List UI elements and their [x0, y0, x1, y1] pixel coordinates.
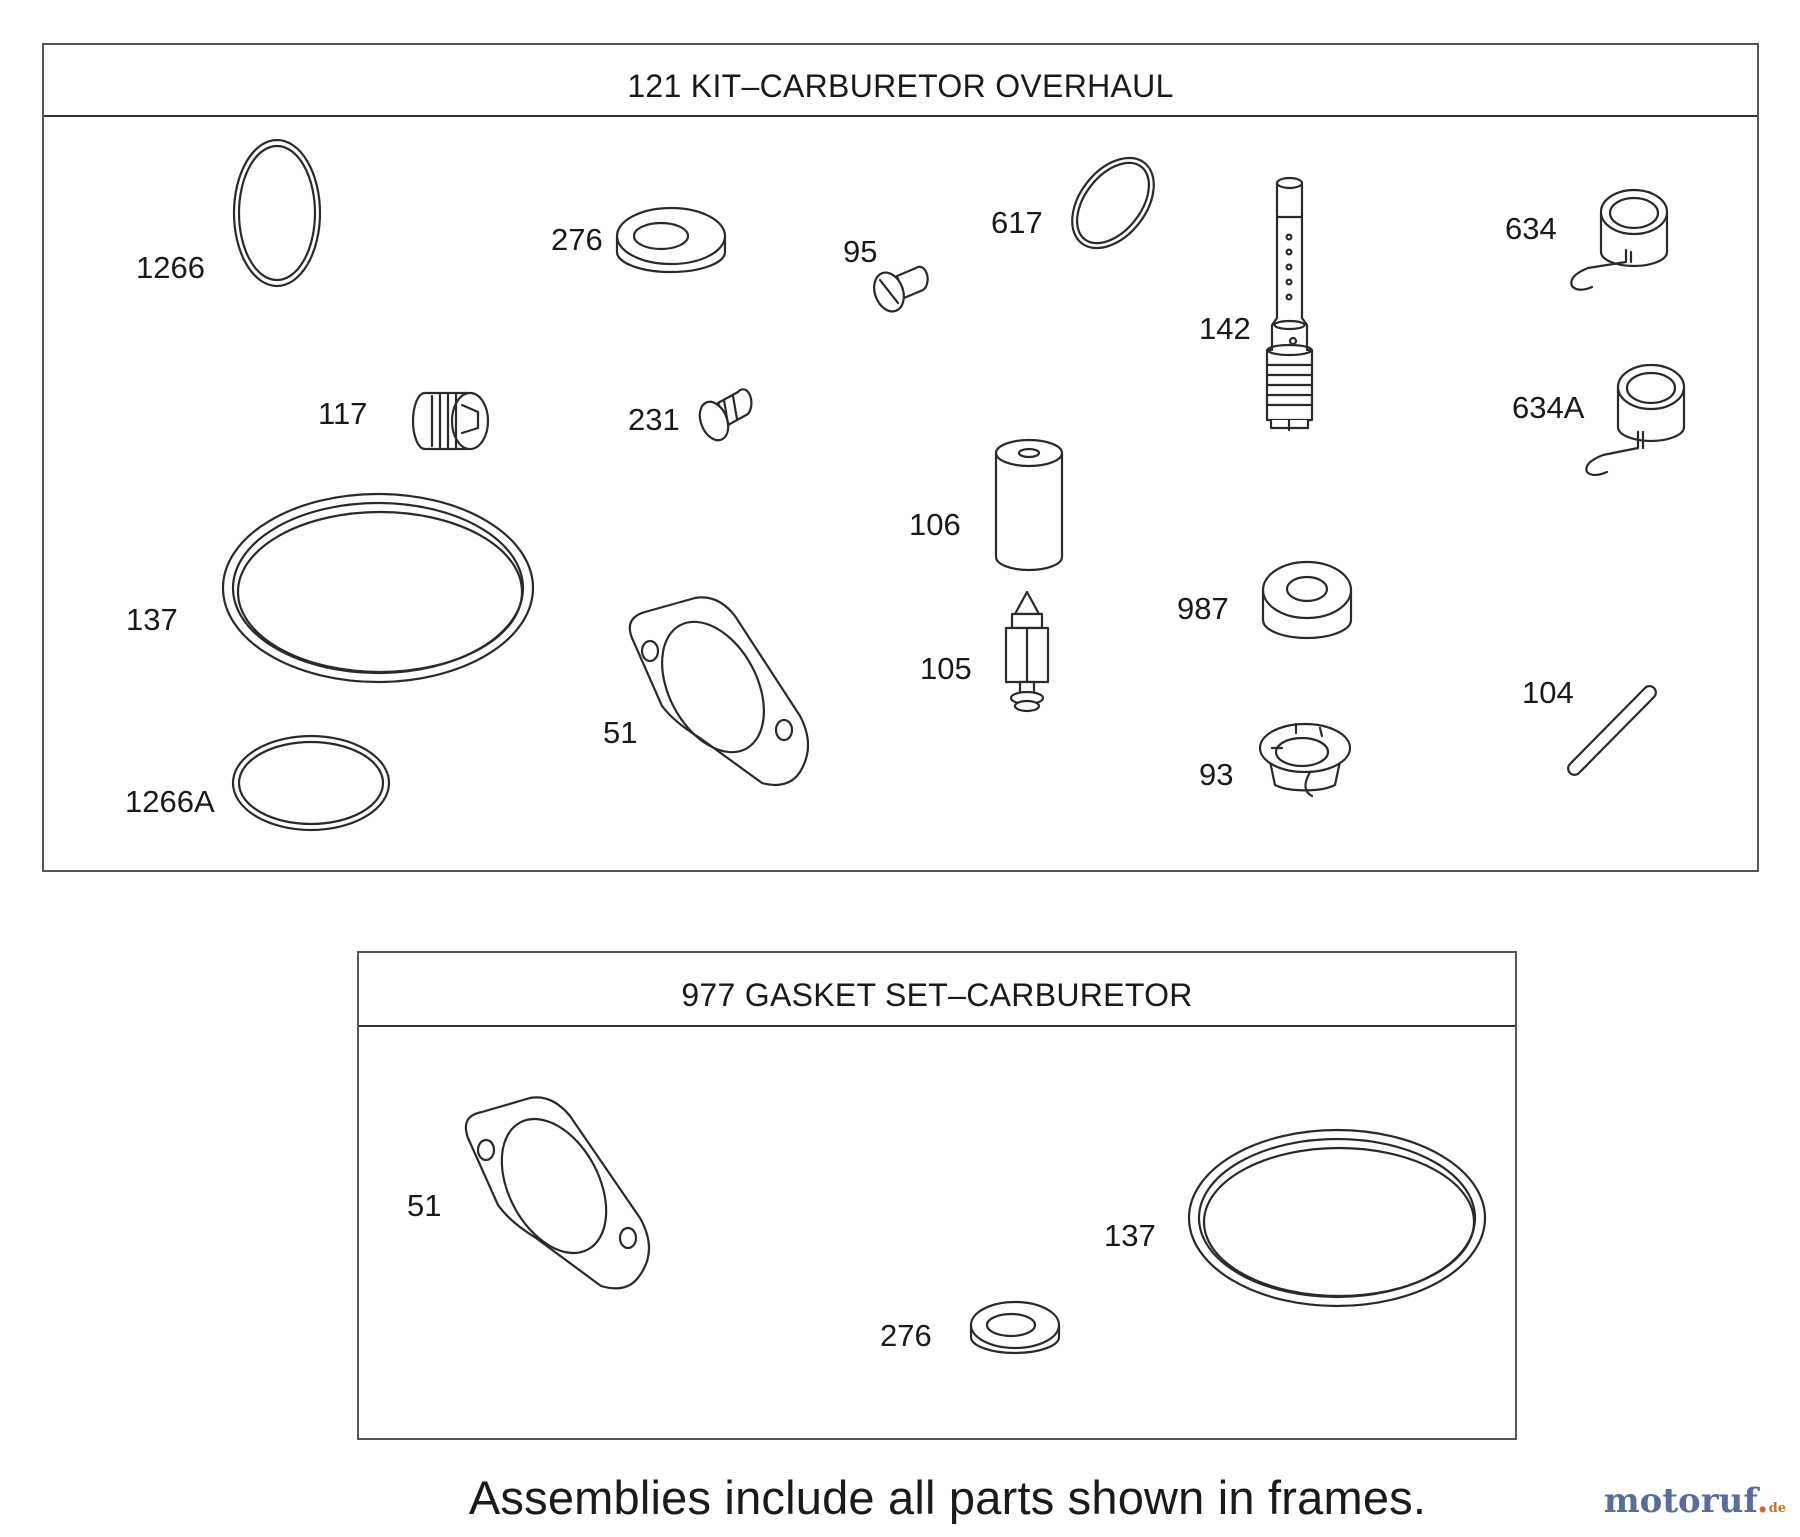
- gasket-set-part-276-washer: [969, 1300, 1061, 1355]
- gasket-set-part-137-oring: [1187, 1128, 1487, 1308]
- assemblies-footnote: Assemblies include all parts shown in fr…: [468, 1471, 1427, 1524]
- part-1266a-oring: [231, 734, 391, 832]
- part-105-needle: [1004, 590, 1050, 713]
- part-617-oring: [1071, 156, 1155, 250]
- part-1266-oring: [232, 138, 322, 288]
- kit-frame-title: 121 KIT–CARBURETOR OVERHAUL: [44, 45, 1757, 117]
- gasket-label-137: 137: [1104, 1218, 1156, 1253]
- label-231: 231: [628, 402, 680, 437]
- part-104-pin: [1567, 685, 1657, 776]
- kit-carburetor-overhaul-frame: 121 KIT–CARBURETOR OVERHAUL: [42, 43, 1759, 872]
- gasket-frame-title: 977 GASKET SET–CARBURETOR: [359, 953, 1515, 1027]
- label-634: 634: [1505, 211, 1557, 246]
- part-106-float: [994, 438, 1064, 572]
- part-634a-spring: [1585, 363, 1686, 477]
- part-142-emulsion-tube: [1265, 176, 1314, 432]
- label-51: 51: [603, 715, 637, 750]
- label-276: 276: [551, 222, 603, 257]
- part-95-screw: [873, 265, 929, 313]
- part-276-washer: [615, 206, 727, 274]
- part-51-gasket: [628, 596, 810, 787]
- watermark-name: motoruf: [1603, 1481, 1757, 1521]
- label-95: 95: [843, 234, 877, 269]
- label-634a: 634A: [1512, 390, 1585, 425]
- part-634-spring: [1570, 188, 1669, 291]
- gasket-set-frame: 977 GASKET SET–CARBURETOR: [357, 951, 1517, 1440]
- watermark-suffix: de: [1768, 1501, 1786, 1516]
- gasket-label-276: 276: [880, 1318, 932, 1353]
- label-104: 104: [1522, 675, 1574, 710]
- label-617: 617: [991, 205, 1043, 240]
- label-1266a: 1266A: [125, 784, 215, 819]
- part-231-screw: [698, 388, 753, 442]
- part-93-seat: [1258, 722, 1352, 798]
- motoruf-watermark: motoruf.de: [1603, 1481, 1786, 1521]
- label-137: 137: [126, 602, 178, 637]
- label-105: 105: [920, 651, 972, 686]
- label-117: 117: [318, 396, 367, 431]
- part-137-oring: [221, 492, 535, 684]
- part-987-bushing: [1261, 560, 1353, 640]
- gasket-label-51: 51: [407, 1188, 441, 1223]
- label-106: 106: [909, 507, 961, 542]
- label-987: 987: [1177, 591, 1229, 626]
- label-93: 93: [1199, 757, 1233, 792]
- gasket-set-part-51-gasket: [464, 1096, 650, 1290]
- label-1266: 1266: [136, 250, 205, 285]
- part-117-jet: [411, 391, 490, 451]
- label-142: 142: [1199, 311, 1251, 346]
